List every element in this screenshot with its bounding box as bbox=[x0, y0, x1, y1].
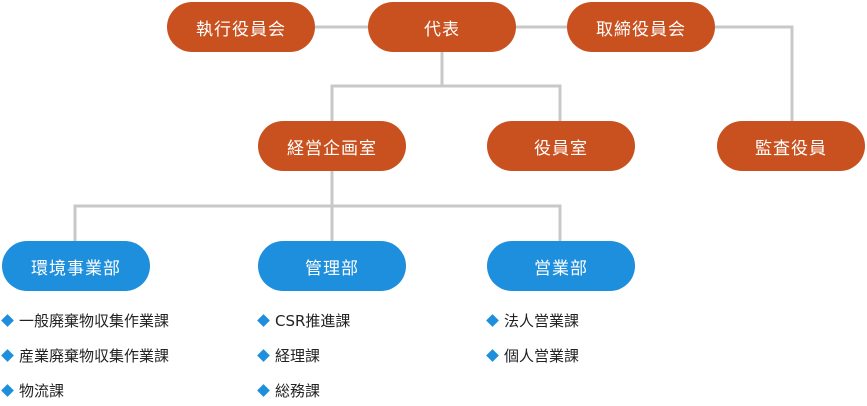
management-section-item: 総務課 bbox=[256, 380, 320, 401]
section-label: 一般廃棄物収集作業課 bbox=[19, 312, 170, 330]
connector-trunk-branch bbox=[330, 84, 562, 122]
bullet-icon bbox=[486, 349, 499, 362]
auditor-node: 監査役員 bbox=[717, 121, 865, 171]
section-label: 経理課 bbox=[275, 347, 321, 365]
management-section-item: CSR推進課 bbox=[256, 310, 350, 331]
section-label: 物流課 bbox=[19, 382, 65, 400]
bullet-icon bbox=[257, 384, 270, 397]
environment-section-item: 産業廃棄物収集作業課 bbox=[0, 345, 169, 366]
section-label: CSR推進課 bbox=[275, 312, 351, 330]
bullet-icon bbox=[1, 349, 14, 362]
executive-officers-node: 執行役員会 bbox=[167, 2, 315, 52]
connector-board-auditor bbox=[715, 25, 794, 122]
section-label: 個人営業課 bbox=[504, 347, 580, 365]
sales-section-item: 法人営業課 bbox=[485, 310, 579, 331]
board-node: 取締役員会 bbox=[567, 2, 715, 52]
bullet-icon bbox=[1, 314, 14, 327]
environment-section-item: 物流課 bbox=[0, 380, 64, 401]
officers-office-node: 役員室 bbox=[487, 121, 635, 171]
section-label: 産業廃棄物収集作業課 bbox=[19, 347, 170, 365]
sales-dept-node: 営業部 bbox=[487, 241, 635, 291]
environment-dept-node: 環境事業部 bbox=[2, 241, 150, 291]
bullet-icon bbox=[257, 349, 270, 362]
representative-node: 代表 bbox=[368, 2, 516, 52]
sales-section-item: 個人営業課 bbox=[485, 345, 579, 366]
section-label: 法人営業課 bbox=[504, 312, 580, 330]
management-dept-node: 管理部 bbox=[258, 241, 406, 291]
planning-node: 経営企画室 bbox=[258, 121, 406, 171]
environment-section-item: 一般廃棄物収集作業課 bbox=[0, 310, 169, 331]
bullet-icon bbox=[257, 314, 270, 327]
bullet-icon bbox=[486, 314, 499, 327]
section-label: 総務課 bbox=[275, 382, 321, 400]
bullet-icon bbox=[1, 384, 14, 397]
management-section-item: 経理課 bbox=[256, 345, 320, 366]
connector-dept-branch bbox=[73, 204, 562, 242]
